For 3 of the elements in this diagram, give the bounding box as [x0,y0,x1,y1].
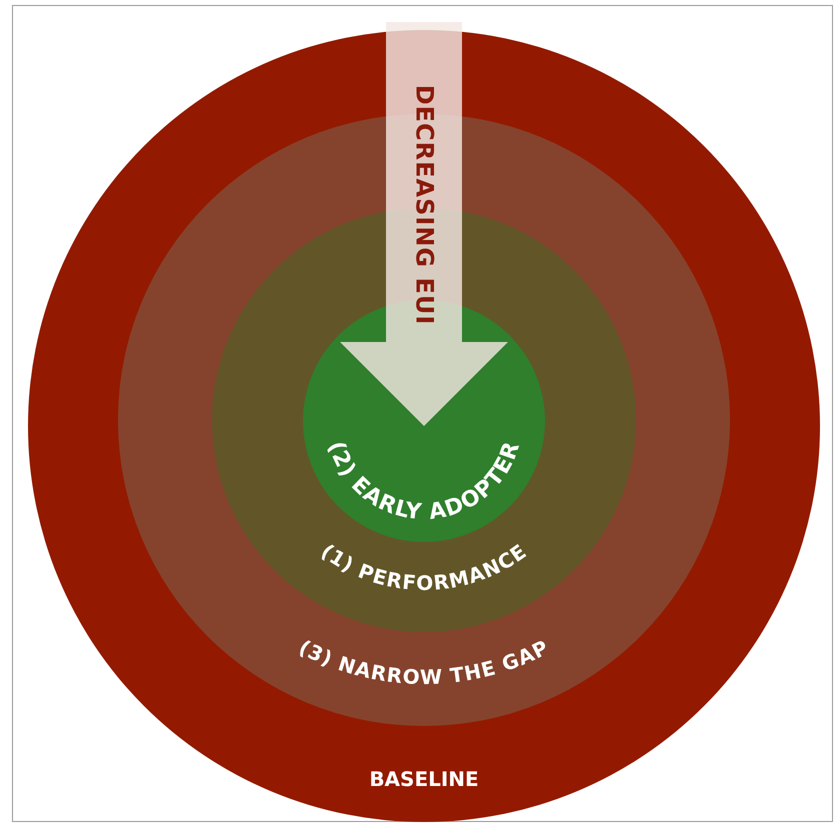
arrow-label: DECREASING EUI [409,84,439,326]
circle-label: (3) NARROW THE GAP [295,634,553,690]
circle-label: BASELINE [369,766,479,793]
